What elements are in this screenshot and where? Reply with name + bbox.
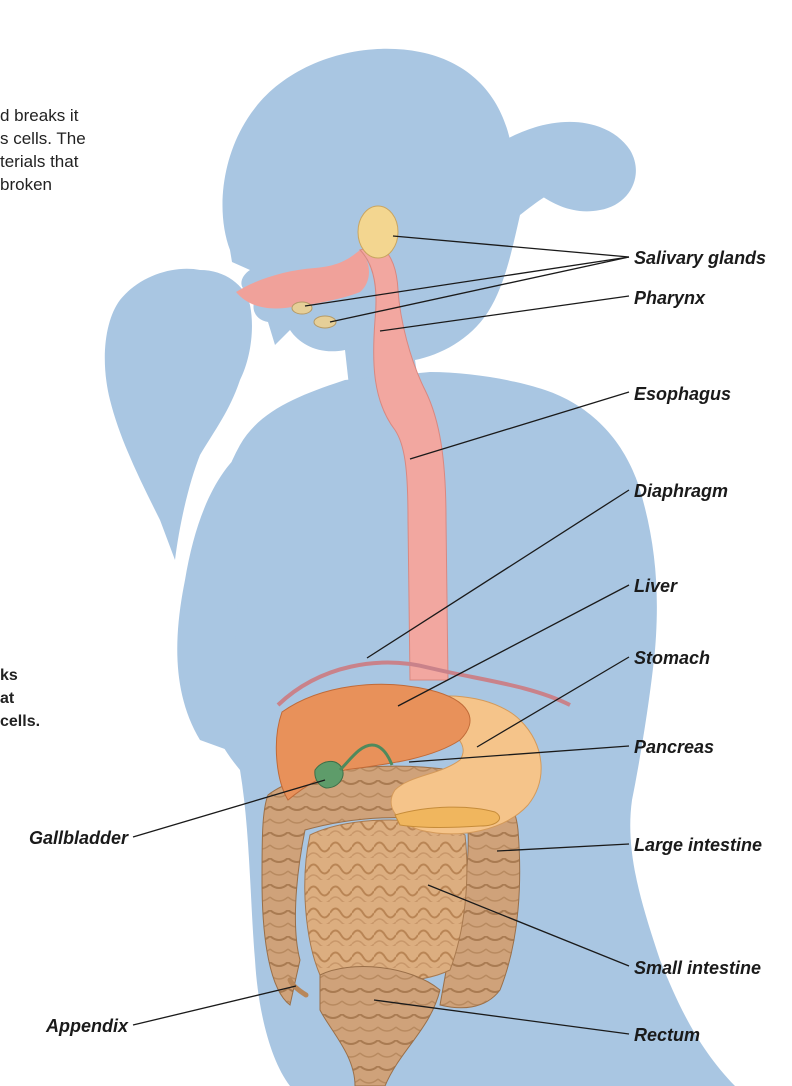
callout-line: cells.: [0, 710, 140, 733]
intro-line: d breaks it: [0, 104, 215, 127]
label-salivary-glands: Salivary glands: [634, 248, 766, 268]
small-intestine-shape: [305, 820, 467, 982]
intro-paragraph: d breaks it s cells. The terials that br…: [0, 104, 215, 196]
label-pharynx: Pharynx: [634, 288, 706, 308]
label-appendix: Appendix: [45, 1016, 129, 1036]
side-callout: ks at cells.: [0, 664, 140, 733]
label-diaphragm: Diaphragm: [634, 481, 728, 501]
salivary-gland-sublingual: [292, 302, 312, 314]
callout-line: at: [0, 687, 140, 710]
intro-line: terials that: [0, 150, 215, 173]
callout-line: ks: [0, 664, 140, 687]
label-rectum: Rectum: [634, 1025, 700, 1045]
salivary-gland-parotid: [358, 206, 398, 258]
intro-line: broken: [0, 173, 215, 196]
label-pancreas: Pancreas: [634, 737, 714, 757]
label-esophagus: Esophagus: [634, 384, 731, 404]
label-liver: Liver: [634, 576, 678, 596]
intro-line: s cells. The: [0, 127, 215, 150]
label-stomach: Stomach: [634, 648, 710, 668]
head-shape: [222, 49, 597, 395]
label-large-intestine: Large intestine: [634, 835, 762, 855]
label-gallbladder: Gallbladder: [29, 828, 129, 848]
label-small-intestine: Small intestine: [634, 958, 761, 978]
